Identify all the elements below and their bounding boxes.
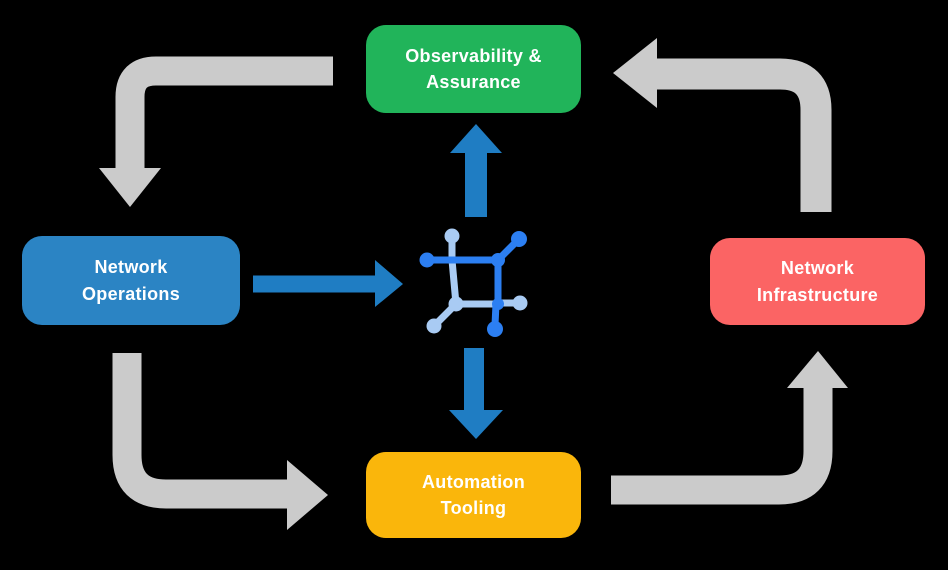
arrow-center-to-automation — [449, 348, 503, 439]
node-label: Automation Tooling — [422, 471, 525, 518]
node-label: Network Infrastructure — [756, 258, 879, 305]
node-network-infrastructure: Network Infrastructure — [710, 238, 925, 325]
arrow-automation-to-infrastructure — [611, 351, 848, 505]
node-network-operations: Network Operations — [22, 236, 240, 325]
node-label: Observability & Assurance — [405, 45, 542, 92]
node-label: Network Operations — [81, 257, 181, 304]
arrow-operations-to-center — [253, 260, 403, 307]
arrow-operations-to-automation — [112, 353, 328, 530]
arrow-infrastructure-to-observability — [613, 38, 832, 212]
node-observability-assurance: Observability & Assurance — [366, 25, 581, 113]
network-mesh-icon — [419, 228, 528, 337]
arrow-center-to-observability — [450, 124, 502, 217]
arrow-observability-to-operations — [99, 56, 333, 207]
node-automation-tooling: Automation Tooling — [366, 452, 581, 538]
